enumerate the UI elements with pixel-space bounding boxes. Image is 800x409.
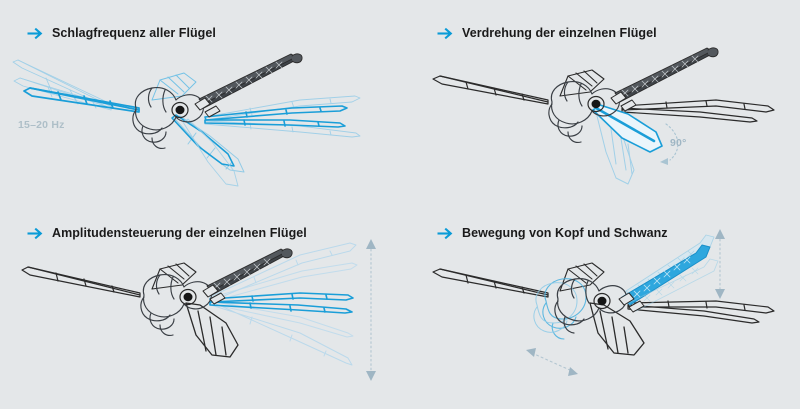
- dragonfly-body: [554, 278, 628, 334]
- ghost-head-position-1: [542, 278, 587, 340]
- head-joint: [593, 292, 611, 310]
- wing-left-rear: [21, 266, 141, 298]
- ghost-wing-amplitude-bottom: [209, 300, 353, 366]
- lattice-tail: [202, 248, 293, 305]
- panel-heading-bewegung: Bewegung von Kopf und Schwanz: [437, 227, 668, 240]
- wing-left-rear: [432, 75, 549, 105]
- angle-arc-arrowhead: [660, 158, 668, 165]
- dragonfly-body: [140, 274, 213, 337]
- wing-upper-small: [151, 262, 197, 290]
- ghost-wing-amplitude-top: [209, 242, 357, 302]
- ghost-tail-lower: [627, 258, 719, 312]
- measure-arrowhead-bottom: [366, 371, 376, 381]
- amplitude-measure-line: [366, 239, 376, 381]
- wing-left-rear: [432, 268, 549, 298]
- head-joint: [171, 101, 189, 119]
- wing-amplitude-upper: [209, 292, 354, 303]
- wing-left-front: [23, 87, 140, 113]
- wing-right-upper: [204, 105, 348, 121]
- lattice-tail: [194, 53, 303, 118]
- wing-right-upper: [621, 99, 775, 113]
- wing-lower-front: [185, 302, 239, 358]
- tail-measure-arrowhead-bottom: [715, 289, 725, 299]
- head-measure-arrowhead-right: [568, 367, 578, 376]
- dragonfly-body: [132, 87, 205, 150]
- panel-verdrehung: Verdrehung der einzelnen Flügel: [400, 0, 800, 204]
- panel-heading-amplitudensteuerung: Amplitudensteuerung der einzelnen Flügel: [27, 227, 307, 240]
- head-joint: [587, 95, 605, 113]
- ghost-head-position-2: [533, 282, 578, 333]
- arrow-right-icon: [27, 227, 43, 240]
- arrow-right-icon: [437, 227, 453, 240]
- panel-bewegung: Bewegung von Kopf und Schwanz: [400, 205, 800, 409]
- wing-right-upper: [627, 300, 775, 314]
- panel-heading-label: Amplitudensteuerung der einzelnen Flügel: [52, 226, 307, 241]
- head-measure-arrowhead-left: [526, 348, 536, 357]
- panel-heading-schlagfrequenz: Schlagfrequenz aller Flügel: [27, 27, 216, 40]
- wing-right-lower: [621, 107, 758, 123]
- wing-upper-small: [559, 69, 605, 97]
- arrow-right-icon: [437, 27, 453, 40]
- ghost-wing-amplitude-mid-upper: [209, 262, 358, 303]
- wing-lower-front: [589, 302, 645, 356]
- lattice-tail: [610, 47, 719, 112]
- wing-twist-spar: [594, 106, 656, 143]
- ghost-wing-upper-small: [151, 72, 197, 101]
- ghost-tail-upper: [625, 234, 715, 300]
- ghost-wing-amplitude-mid-lower: [209, 300, 354, 338]
- measure-arrowhead-top: [366, 239, 376, 249]
- panel-heading-label: Schlagfrequenz aller Flügel: [52, 26, 216, 41]
- arrow-right-icon: [27, 27, 43, 40]
- wing-right-lower: [204, 119, 346, 128]
- ghost-wing-left-mid: [13, 77, 113, 111]
- wing-lower-front: [171, 114, 235, 167]
- tail-travel-measure: [715, 229, 725, 299]
- panel-heading-label: Bewegung von Kopf und Schwanz: [462, 226, 668, 241]
- ghost-wing-right-lower: [204, 120, 361, 138]
- panel-amplitudensteuerung: Amplitudensteuerung der einzelnen Flügel: [0, 205, 400, 409]
- ghost-wing-lower-front: [174, 115, 245, 173]
- head-joint: [179, 288, 197, 306]
- wing-right-lower: [627, 304, 760, 324]
- wing-upper-small: [559, 262, 605, 292]
- head-travel-measure: [526, 348, 578, 376]
- wing-amplitude-lower: [209, 301, 353, 314]
- ghost-wing-twist: [595, 111, 635, 185]
- panel-heading-label: Verdrehung der einzelnen Flügel: [462, 26, 657, 41]
- tail-collar-1: [618, 292, 635, 306]
- tail-collar-2: [628, 300, 645, 313]
- panel-schlagfrequenz: Schlagfrequenz aller Flügel: [0, 0, 400, 204]
- tail-measure-arrowhead-top: [715, 229, 725, 239]
- tail-blue-highlight: [621, 244, 711, 306]
- dragonfly-body: [548, 81, 621, 144]
- panel-heading-verdrehung: Verdrehung der einzelnen Flügel: [437, 27, 657, 40]
- ghost-wing-lower-far: [182, 118, 239, 187]
- annotation-flap-frequency: 15–20 Hz: [18, 119, 65, 131]
- ghost-wing-right-upper: [204, 95, 361, 121]
- wing-twist-blue: [592, 104, 663, 153]
- ghost-wing-left-upper: [12, 59, 112, 109]
- annotation-twist-angle: 90°: [670, 137, 687, 149]
